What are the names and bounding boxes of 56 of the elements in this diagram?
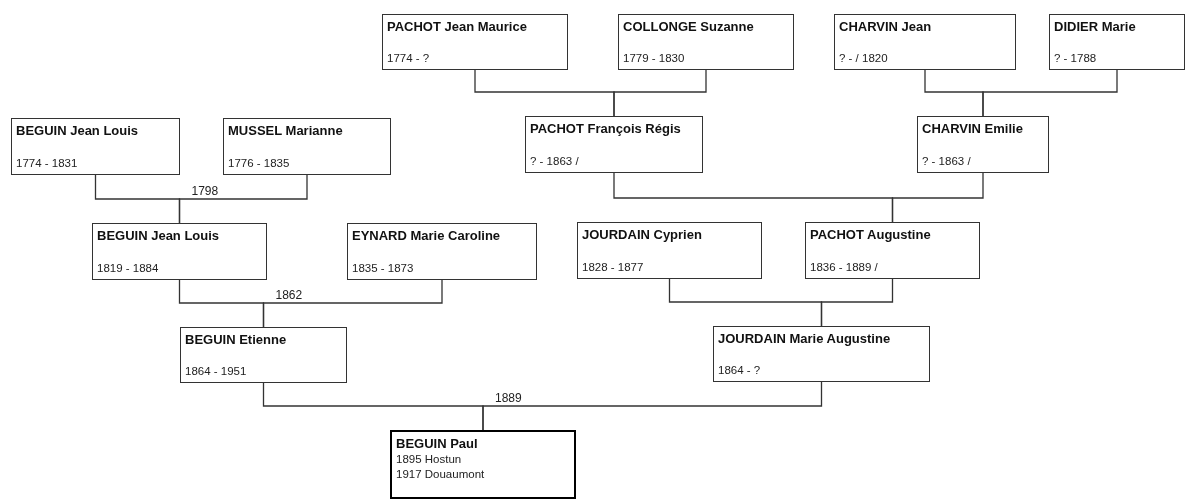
person-dates: ? - 1863 / [530, 153, 580, 168]
person-dates: 1895 Hostun [396, 452, 463, 467]
person-box [805, 222, 980, 279]
person-name: BEGUIN Jean Louis [16, 123, 140, 140]
person-name: BEGUIN Paul [396, 436, 479, 453]
connector-line [820, 278, 894, 327]
person-box [180, 327, 347, 383]
person-name: BEGUIN Jean Louis [97, 228, 221, 245]
connector-line [482, 381, 823, 431]
person-box [223, 118, 391, 175]
person-name: JOURDAIN Cyprien [582, 227, 703, 244]
person-dates: ? - / 1820 [839, 50, 889, 65]
person-dates: 1836 - 1889 / [810, 259, 879, 274]
person-dates: ? - 1788 [1054, 50, 1098, 65]
person-dates: 1864 - ? [718, 362, 762, 377]
edge-label: 1862 [273, 289, 305, 301]
person-box [347, 223, 537, 280]
connector-line [613, 69, 707, 117]
person-box [834, 14, 1016, 70]
person-dates: 1864 - 1951 [185, 363, 248, 378]
person-name: EYNARD Marie Caroline [352, 228, 502, 245]
person-box [11, 118, 180, 175]
person-dates: 1779 - 1830 [623, 50, 686, 65]
person-box [577, 222, 762, 279]
edge-label: 1889 [493, 392, 524, 404]
person-dates: 1828 - 1877 [582, 259, 645, 274]
person-dates: ? - 1863 / [922, 153, 972, 168]
person-name: CHARVIN Emilie [922, 121, 1024, 138]
person-box [618, 14, 794, 70]
person-box [92, 223, 267, 280]
person-name: PACHOT François Régis [530, 121, 682, 138]
connector-line [178, 174, 308, 224]
person-name: CHARVIN Jean [839, 19, 933, 36]
person-dates: 1835 - 1873 [352, 260, 415, 275]
person-name: PACHOT Jean Maurice [387, 19, 528, 36]
edge-label: 1798 [189, 185, 221, 197]
person-name: MUSSEL Marianne [228, 123, 344, 140]
person-box [382, 14, 568, 70]
person-dates: 1917 Douaumont [396, 466, 486, 481]
person-dates: 1819 - 1884 [97, 260, 160, 275]
connector-line [982, 69, 1118, 117]
person-name: DIDIER Marie [1054, 19, 1137, 36]
connector-line [891, 172, 984, 223]
person-name: JOURDAIN Marie Augustine [718, 331, 892, 348]
person-name: PACHOT Augustine [810, 227, 932, 244]
person-box [713, 326, 930, 382]
person-box [390, 430, 576, 499]
person-box [917, 116, 1049, 173]
person-name: COLLONGE Suzanne [623, 19, 755, 36]
person-name: BEGUIN Etienne [185, 332, 288, 349]
person-box [525, 116, 703, 173]
person-dates: 1776 - 1835 [228, 155, 291, 170]
person-dates: 1774 - 1831 [16, 155, 79, 170]
connector-line [262, 279, 443, 328]
person-dates: 1774 - ? [387, 50, 431, 65]
person-box [1049, 14, 1185, 70]
